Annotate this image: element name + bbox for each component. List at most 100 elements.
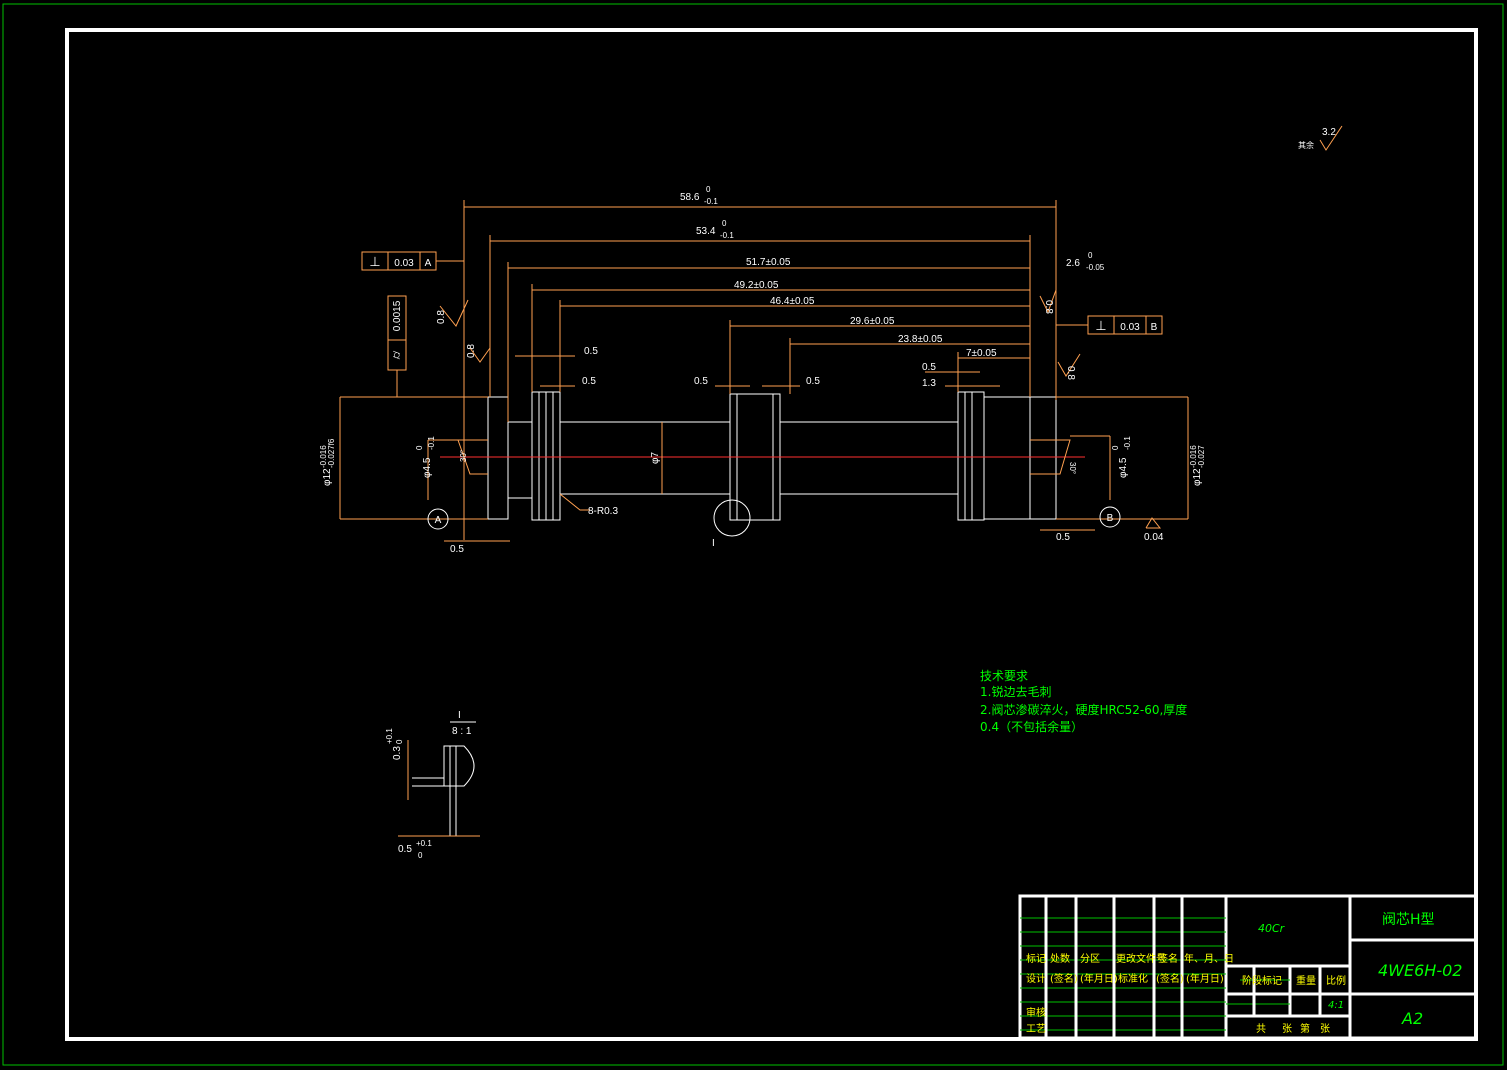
svg-text:比例: 比例 xyxy=(1326,974,1346,987)
svg-text:46.4±0.05: 46.4±0.05 xyxy=(770,296,815,307)
perp-frame-a: ⊥ 0.03 A xyxy=(361,251,464,271)
svg-text:I: I xyxy=(712,538,715,549)
svg-text:⊥: ⊥ xyxy=(1095,319,1106,334)
svg-text:0.03: 0.03 xyxy=(1120,322,1140,333)
sheet-border xyxy=(2,3,1504,1066)
svg-text:-0.016: -0.016 xyxy=(319,445,328,468)
left-end xyxy=(487,396,509,520)
svg-text:0.5: 0.5 xyxy=(398,844,412,855)
svg-text:+0.1: +0.1 xyxy=(416,839,432,848)
svg-text:(年月日): (年月日) xyxy=(1080,972,1118,985)
svg-text:0: 0 xyxy=(722,219,727,228)
spool-part xyxy=(487,391,1057,521)
svg-text:年、月、日: 年、月、日 xyxy=(1184,952,1234,965)
svg-text:0: 0 xyxy=(418,851,423,860)
svg-text:张: 张 xyxy=(1320,1023,1330,1035)
datum-b-circle xyxy=(1099,506,1121,528)
svg-text:张: 张 xyxy=(1282,1023,1292,1035)
svg-text:0: 0 xyxy=(706,185,711,194)
svg-text:标记: 标记 xyxy=(1026,953,1046,965)
tech-requirements: 技术要求 1.锐边去毛刺 2.阀芯渗碳淬火，硬度HRC52-60,厚度 0.4（… xyxy=(980,669,1187,734)
svg-text:φ4.5: φ4.5 xyxy=(422,457,433,478)
svg-text:49.2±0.05: 49.2±0.05 xyxy=(734,280,779,291)
roughness-r4: 0.8 xyxy=(1065,366,1076,380)
svg-text:工艺: 工艺 xyxy=(1026,1023,1046,1035)
svg-text:更改文件号: 更改文件号 xyxy=(1116,952,1166,965)
svg-text:29.6±0.05: 29.6±0.05 xyxy=(850,316,895,327)
tech-line1: 1.锐边去毛刺 xyxy=(980,685,1051,699)
svg-text:阶段标记: 阶段标记 xyxy=(1242,974,1282,987)
datum-a-label: A xyxy=(435,515,442,526)
roughness-r1: 0.8 xyxy=(436,310,447,324)
svg-text:标准化: 标准化 xyxy=(1118,972,1148,985)
svg-text:-0.1: -0.1 xyxy=(720,231,734,240)
svg-text:2.6: 2.6 xyxy=(1066,258,1080,269)
svg-text:0: 0 xyxy=(395,739,404,744)
svg-text:分区: 分区 xyxy=(1080,953,1100,965)
tech-line3: 0.4（不包括余量） xyxy=(980,719,1083,734)
svg-text:0.5: 0.5 xyxy=(1056,532,1070,543)
svg-text:-0.027: -0.027 xyxy=(1197,445,1206,468)
svg-text:0.3: 0.3 xyxy=(392,746,403,760)
svg-text:共: 共 xyxy=(1256,1023,1266,1035)
svg-text:签名: 签名 xyxy=(1158,952,1178,965)
roughness-r5: 0.04 xyxy=(1144,532,1164,543)
svg-text:1.3: 1.3 xyxy=(922,378,936,389)
perp-frame-b: ⊥ 0.03 B xyxy=(1056,315,1163,335)
svg-text:审核: 审核 xyxy=(1026,1006,1046,1019)
svg-text:8-R0.3: 8-R0.3 xyxy=(588,506,618,517)
svg-text:0.5: 0.5 xyxy=(922,362,936,373)
svg-text:-0.016: -0.016 xyxy=(1189,445,1198,468)
svg-text:53.4: 53.4 xyxy=(696,226,716,237)
svg-text:I: I xyxy=(458,710,461,721)
svg-text:0: 0 xyxy=(1088,251,1093,260)
svg-text:0.03: 0.03 xyxy=(394,258,414,269)
title-block: 40Cr 阀芯H型 4WE6H-02 A2 4:1 标记 处数 分区 更改文件号… xyxy=(1018,894,1478,1040)
roughness-r3: 0.8 xyxy=(1043,300,1054,314)
svg-text:0.5: 0.5 xyxy=(450,544,464,555)
cyl-frame: ⌭ 0.0015 xyxy=(387,295,407,397)
detail-circle xyxy=(713,499,751,537)
svg-text:-0.1: -0.1 xyxy=(1123,436,1132,450)
detail-view: I 8 : 1 0.3 +0.1 0 0.5 +0.1 0 xyxy=(385,710,480,860)
svg-text:φ12: φ12 xyxy=(1192,468,1203,486)
svg-text:(年月日): (年月日) xyxy=(1186,972,1224,985)
svg-text:(签名): (签名) xyxy=(1050,972,1078,985)
svg-text:58.6: 58.6 xyxy=(680,192,700,203)
svg-text:-0.027f6: -0.027f6 xyxy=(327,438,336,468)
part-name: 阀芯H型 xyxy=(1382,912,1435,928)
svg-text:φ12: φ12 xyxy=(322,468,333,486)
svg-text:51.7±0.05: 51.7±0.05 xyxy=(746,257,791,268)
datum-a-circle xyxy=(427,508,449,530)
svg-text:处数: 处数 xyxy=(1050,952,1070,965)
svg-text:0: 0 xyxy=(1111,445,1120,450)
svg-text:0.5: 0.5 xyxy=(694,376,708,387)
svg-text:重量: 重量 xyxy=(1296,974,1316,987)
svg-text:-0.1: -0.1 xyxy=(704,197,718,206)
material: 40Cr xyxy=(1258,922,1286,935)
roughness-symbols xyxy=(439,125,1343,529)
svg-text:(签名): (签名) xyxy=(1156,972,1184,985)
svg-text:0: 0 xyxy=(415,445,424,450)
svg-text:设计: 设计 xyxy=(1026,972,1046,985)
left-land xyxy=(507,421,533,499)
dimension-lines xyxy=(339,200,1189,542)
svg-text:-0.1: -0.1 xyxy=(427,436,436,450)
svg-text:+0.1: +0.1 xyxy=(385,728,394,744)
roughness-r2: 0.8 xyxy=(466,344,477,358)
roughness-general-label: 其余 xyxy=(1298,140,1314,150)
right-land xyxy=(983,396,1031,520)
svg-text:φ4.5: φ4.5 xyxy=(1118,457,1129,478)
tech-title: 技术要求 xyxy=(980,669,1028,683)
svg-text:0.5: 0.5 xyxy=(806,376,820,387)
svg-text:A: A xyxy=(425,258,432,269)
svg-text:⌭: ⌭ xyxy=(389,350,403,359)
svg-text:φ7: φ7 xyxy=(650,452,661,464)
scale-value: 4:1 xyxy=(1328,1000,1344,1011)
svg-text:7±0.05: 7±0.05 xyxy=(966,348,997,359)
sheet-size: A2 xyxy=(1401,1009,1423,1028)
svg-text:第: 第 xyxy=(1300,1022,1310,1035)
roughness-general: 3.2 xyxy=(1322,127,1336,138)
svg-text:23.8±0.05: 23.8±0.05 xyxy=(898,334,943,345)
